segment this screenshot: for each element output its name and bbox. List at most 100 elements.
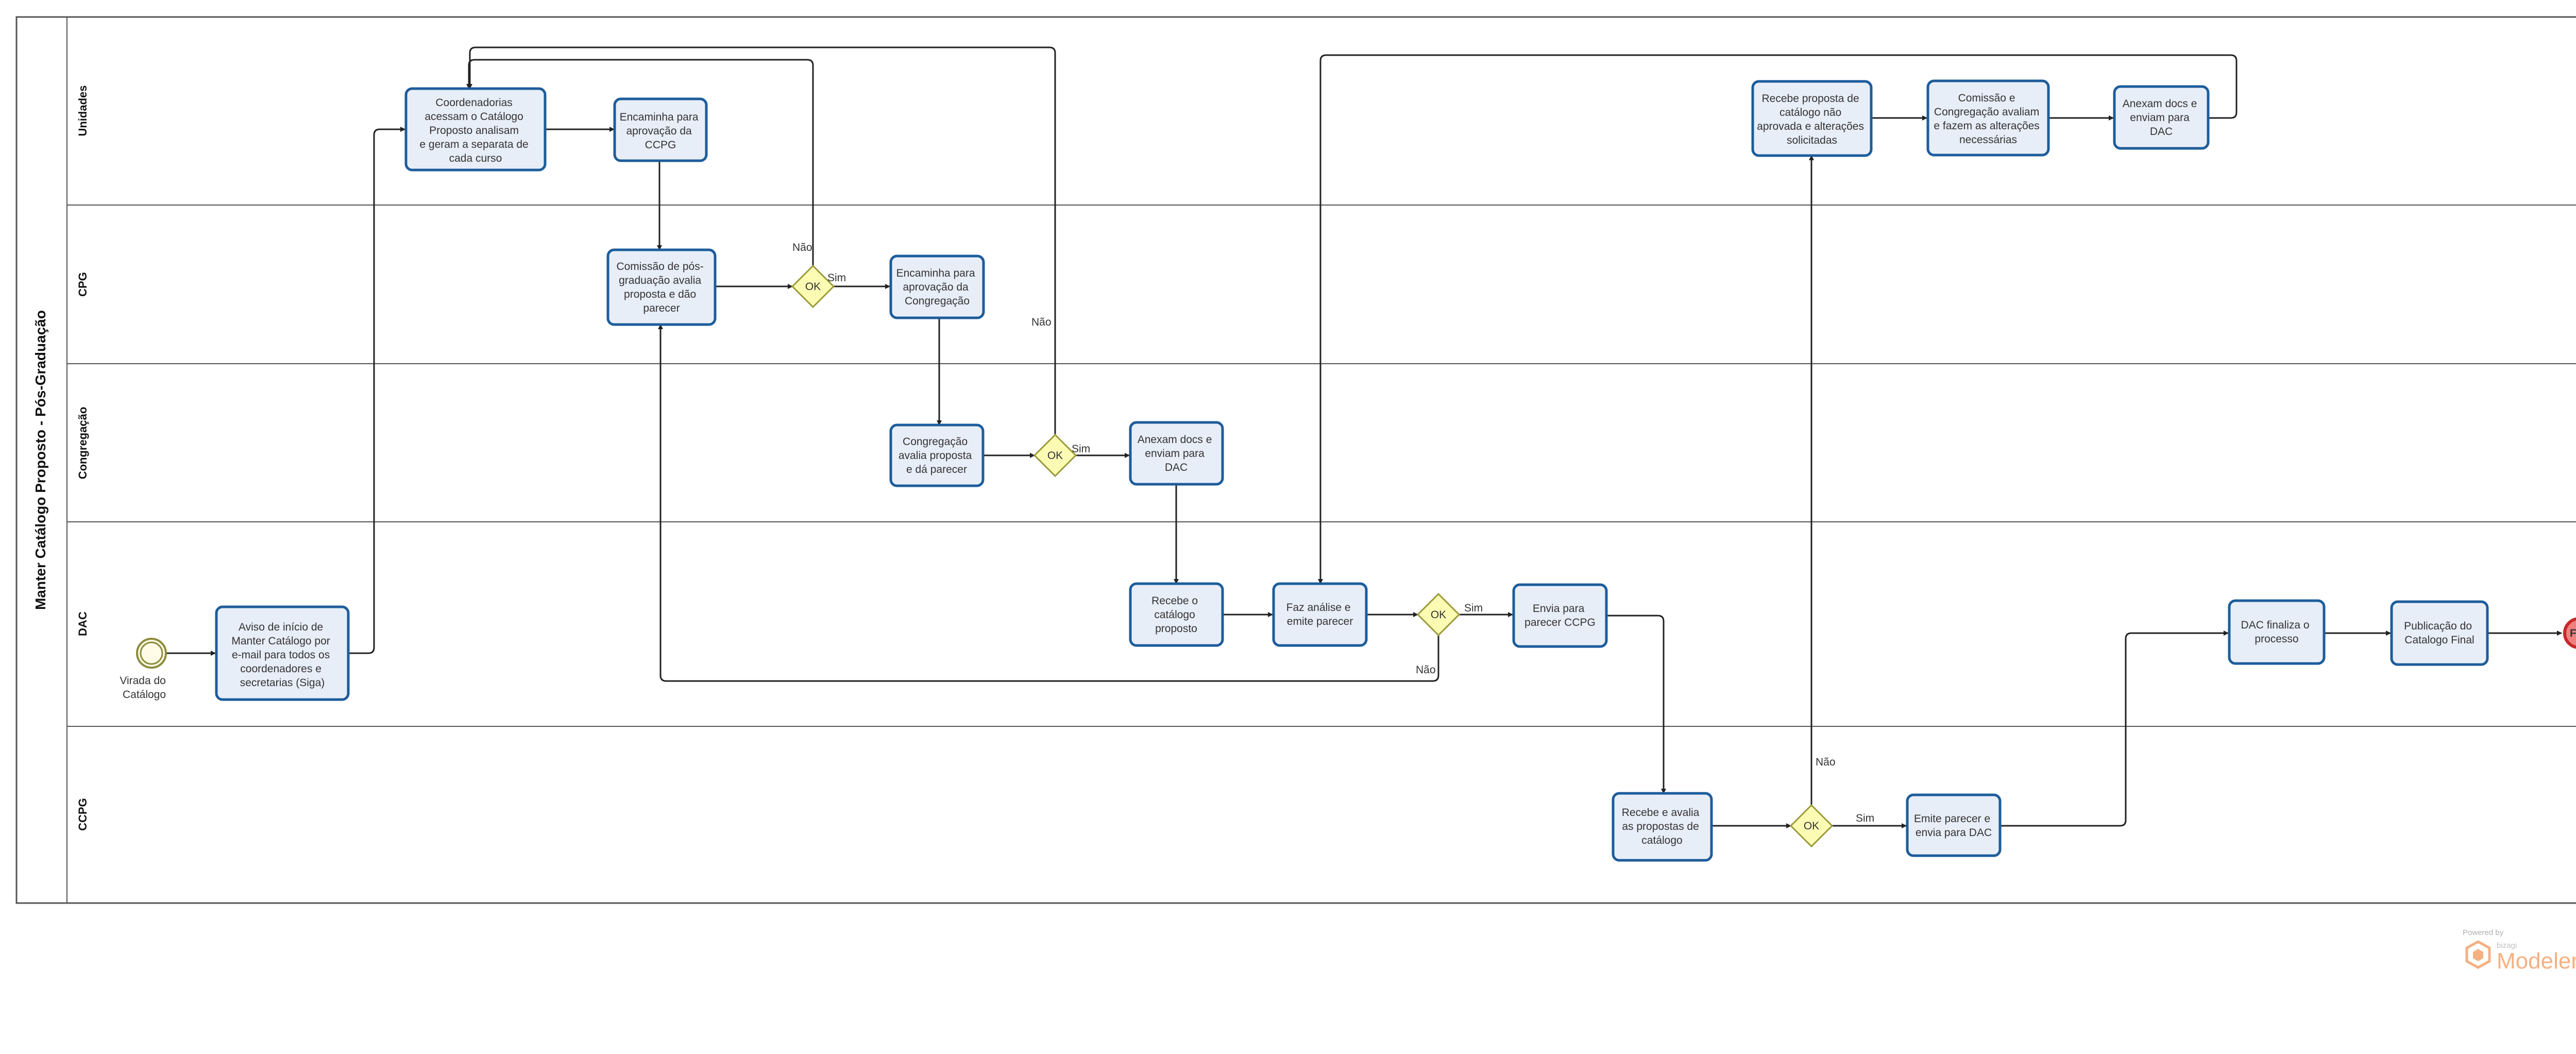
task-comissao-pos-graduacao[interactable]: Comissão de pós- graduação avalia propos… — [606, 248, 717, 326]
task-text: catálogo — [1641, 835, 1682, 846]
task-text: enviam para — [1145, 448, 1205, 460]
task-text: coordenadores e — [240, 663, 321, 675]
bizagi-logo-icon — [2465, 940, 2491, 969]
flow-envia-recebe-avalia — [1606, 615, 1666, 794]
svg-text:DAC finaliza o processo: DAC finaliza o processo — [2241, 619, 2313, 645]
task-recebe-catalogo[interactable]: Recebe o catálogo proposto — [1129, 582, 1224, 647]
start-event-label: Catálogo — [123, 689, 166, 701]
task-text: catálogo — [1154, 609, 1195, 621]
task-comissao-congregacao[interactable]: Comissão e Congregação avaliam e fazem a… — [1926, 79, 2050, 157]
svg-text:Encaminha para aprovação: Encaminha para aprovação da CCPG — [620, 111, 702, 151]
task-text: Coordenadorias — [435, 97, 512, 109]
task-text: Congregação — [905, 295, 970, 307]
watermark-brand: Modeler — [2497, 948, 2576, 974]
flow-label-congregacao-nao: Não — [1031, 316, 1052, 328]
end-event: FIM — [2563, 617, 2576, 649]
gateway-label: OK — [805, 281, 821, 293]
task-text: Encaminha para — [620, 111, 699, 123]
task-publicacao[interactable]: Publicação do Catalogo Final — [2390, 600, 2489, 666]
pool-title: Manter Catálogo Proposto - Pós-Graduação — [32, 310, 48, 610]
task-text: Aviso de início de — [239, 621, 323, 633]
gateway-label: OK — [1804, 820, 1819, 832]
task-text: necessárias — [1959, 134, 2017, 146]
bizagi-watermark: Powered by bizagi Modeler — [2463, 928, 2576, 974]
task-text: solicitadas — [1787, 134, 1837, 146]
task-text: Manter Catálogo por — [231, 635, 330, 647]
task-text: parecer — [643, 302, 680, 314]
task-text: parecer CCPG — [1524, 617, 1596, 628]
svg-text:Comissão de pós- graduaç: Comissão de pós- graduação avalia propos… — [616, 261, 706, 314]
gateway-label: OK — [1047, 450, 1063, 462]
svg-text:Anexam docs e enviam par: Anexam docs e enviam para DAC — [2123, 98, 2200, 138]
start-event-label: Virada do — [120, 675, 166, 687]
task-anexam-docs-dac-1[interactable]: Anexam docs e enviam para DAC — [1129, 421, 1224, 486]
svg-text:Comissão e Congregação a: Comissão e Congregação avaliam e fazem a… — [1934, 92, 2042, 146]
gateway-dac[interactable]: OK — [1416, 592, 1461, 637]
task-encaminha-congregacao[interactable]: Encaminha para aprovação da Congregação — [889, 254, 985, 319]
task-recebe-avalia[interactable]: Recebe e avalia as propostas de catálogo — [1612, 792, 1713, 862]
svg-text:Envia para parecer CCPG: Envia para parecer CCPG — [1524, 603, 1596, 628]
watermark-powered-by: Powered by — [2463, 928, 2504, 937]
task-text: Comissão de pós- — [616, 261, 703, 273]
lane-label-unidades: Unidades — [76, 85, 89, 136]
svg-text:Congregação avalia propo: Congregação avalia proposta e dá parecer — [899, 436, 975, 475]
task-congregacao-avalia[interactable]: Congregação avalia proposta e dá parecer — [889, 423, 985, 487]
svg-text:Virada do Catálogo: Virada do Catálogo — [120, 675, 168, 701]
pool: Manter Catálogo Proposto - Pós-Graduação — [15, 16, 2576, 904]
task-text: proposta e dão — [624, 288, 696, 300]
task-text: aprovada e alterações — [1757, 121, 1864, 132]
flow-label-dac-sim: Sim — [1464, 602, 1483, 614]
task-text: secretarias (Siga) — [240, 677, 325, 689]
bizagi-logo-icon-core — [2473, 949, 2483, 961]
task-text: DAC finaliza o — [2241, 619, 2310, 631]
gateway-cpg[interactable]: OK — [791, 264, 835, 309]
flow-emite-dac-finaliza — [2000, 631, 2229, 827]
flow-label-ccpg-sim: Sim — [1856, 812, 1874, 824]
svg-text:Coordenadorias acessam o: Coordenadorias acessam o Catálogo Propos… — [419, 97, 531, 164]
task-text: acessam o Catálogo — [425, 111, 523, 123]
flow-label-congregacao-sim: Sim — [1072, 443, 1090, 455]
flow-label-dac-nao: Não — [1416, 664, 1436, 676]
lane-label-congregacao: Congregação — [76, 407, 89, 480]
svg-text:Encaminha para aprovação: Encaminha para aprovação da Congregação — [896, 267, 978, 307]
lane-label-cpg: CPG — [76, 272, 89, 297]
task-aviso-inicio[interactable]: Aviso de início de Manter Catálogo por e… — [215, 605, 350, 701]
gateway-ccpg[interactable]: OK — [1789, 804, 1834, 848]
task-text: CCPG — [645, 139, 676, 151]
task-encaminha-ccpg[interactable]: Encaminha para aprovação da CCPG — [613, 97, 708, 162]
svg-text:Emite parecer e envia pa: Emite parecer e envia para DAC — [1914, 813, 1993, 839]
task-text: aprovação da — [903, 281, 969, 293]
sequence-flows — [166, 46, 2562, 828]
flow-gw-dac-nao — [658, 324, 1439, 682]
task-text: Faz análise e — [1286, 602, 1351, 614]
flow-label-cpg-nao: Não — [792, 242, 812, 253]
task-envia-parecer-ccpg[interactable]: Envia para parecer CCPG — [1512, 583, 1608, 648]
task-text: DAC — [1165, 462, 1188, 473]
task-text: Envia para — [1533, 603, 1585, 615]
task-text: Publicação do — [2404, 620, 2472, 632]
task-text: proposto — [1155, 623, 1197, 635]
lane-label-dac: DAC — [76, 611, 89, 636]
task-recebe-nao-aprovada[interactable]: Recebe proposta de catálogo não aprovada… — [1751, 80, 1873, 157]
flow-label-cpg-sim: Sim — [827, 272, 846, 284]
task-text: e geram a separata de — [419, 139, 528, 150]
task-text: catálogo não — [1780, 107, 1841, 118]
gateway-congregacao[interactable]: OK — [1033, 433, 1077, 478]
task-faz-analise[interactable]: Faz análise e emite parecer — [1272, 582, 1368, 647]
flow-gw-congregacao-nao — [467, 46, 1056, 435]
svg-text:Aviso de início de Mante: Aviso de início de Manter Catálogo por e… — [231, 621, 333, 689]
start-event: Virada do Catálogo — [120, 638, 168, 701]
task-coordenadorias[interactable]: Coordenadorias acessam o Catálogo Propos… — [404, 87, 547, 172]
svg-text:Anexam docs e enviam par: Anexam docs e enviam para DAC — [1138, 434, 1215, 473]
flow-aviso-coordenadorias — [348, 127, 405, 654]
task-text: processo — [2255, 633, 2298, 645]
task-dac-finaliza[interactable]: DAC finaliza o processo — [2228, 599, 2326, 665]
flow-label-ccpg-nao: Não — [1816, 756, 1836, 768]
task-emite-parecer[interactable]: Emite parecer e envia para DAC — [1906, 793, 2002, 857]
task-anexam-docs-dac-2[interactable]: Anexam docs e enviam para DAC — [2113, 85, 2210, 150]
task-text: e-mail para todos os — [232, 649, 330, 661]
task-text: e dá parecer — [906, 464, 967, 475]
svg-text:Recebe proposta de catál: Recebe proposta de catálogo não aprovada… — [1757, 93, 1867, 146]
task-text: envia para DAC — [1916, 827, 1992, 839]
